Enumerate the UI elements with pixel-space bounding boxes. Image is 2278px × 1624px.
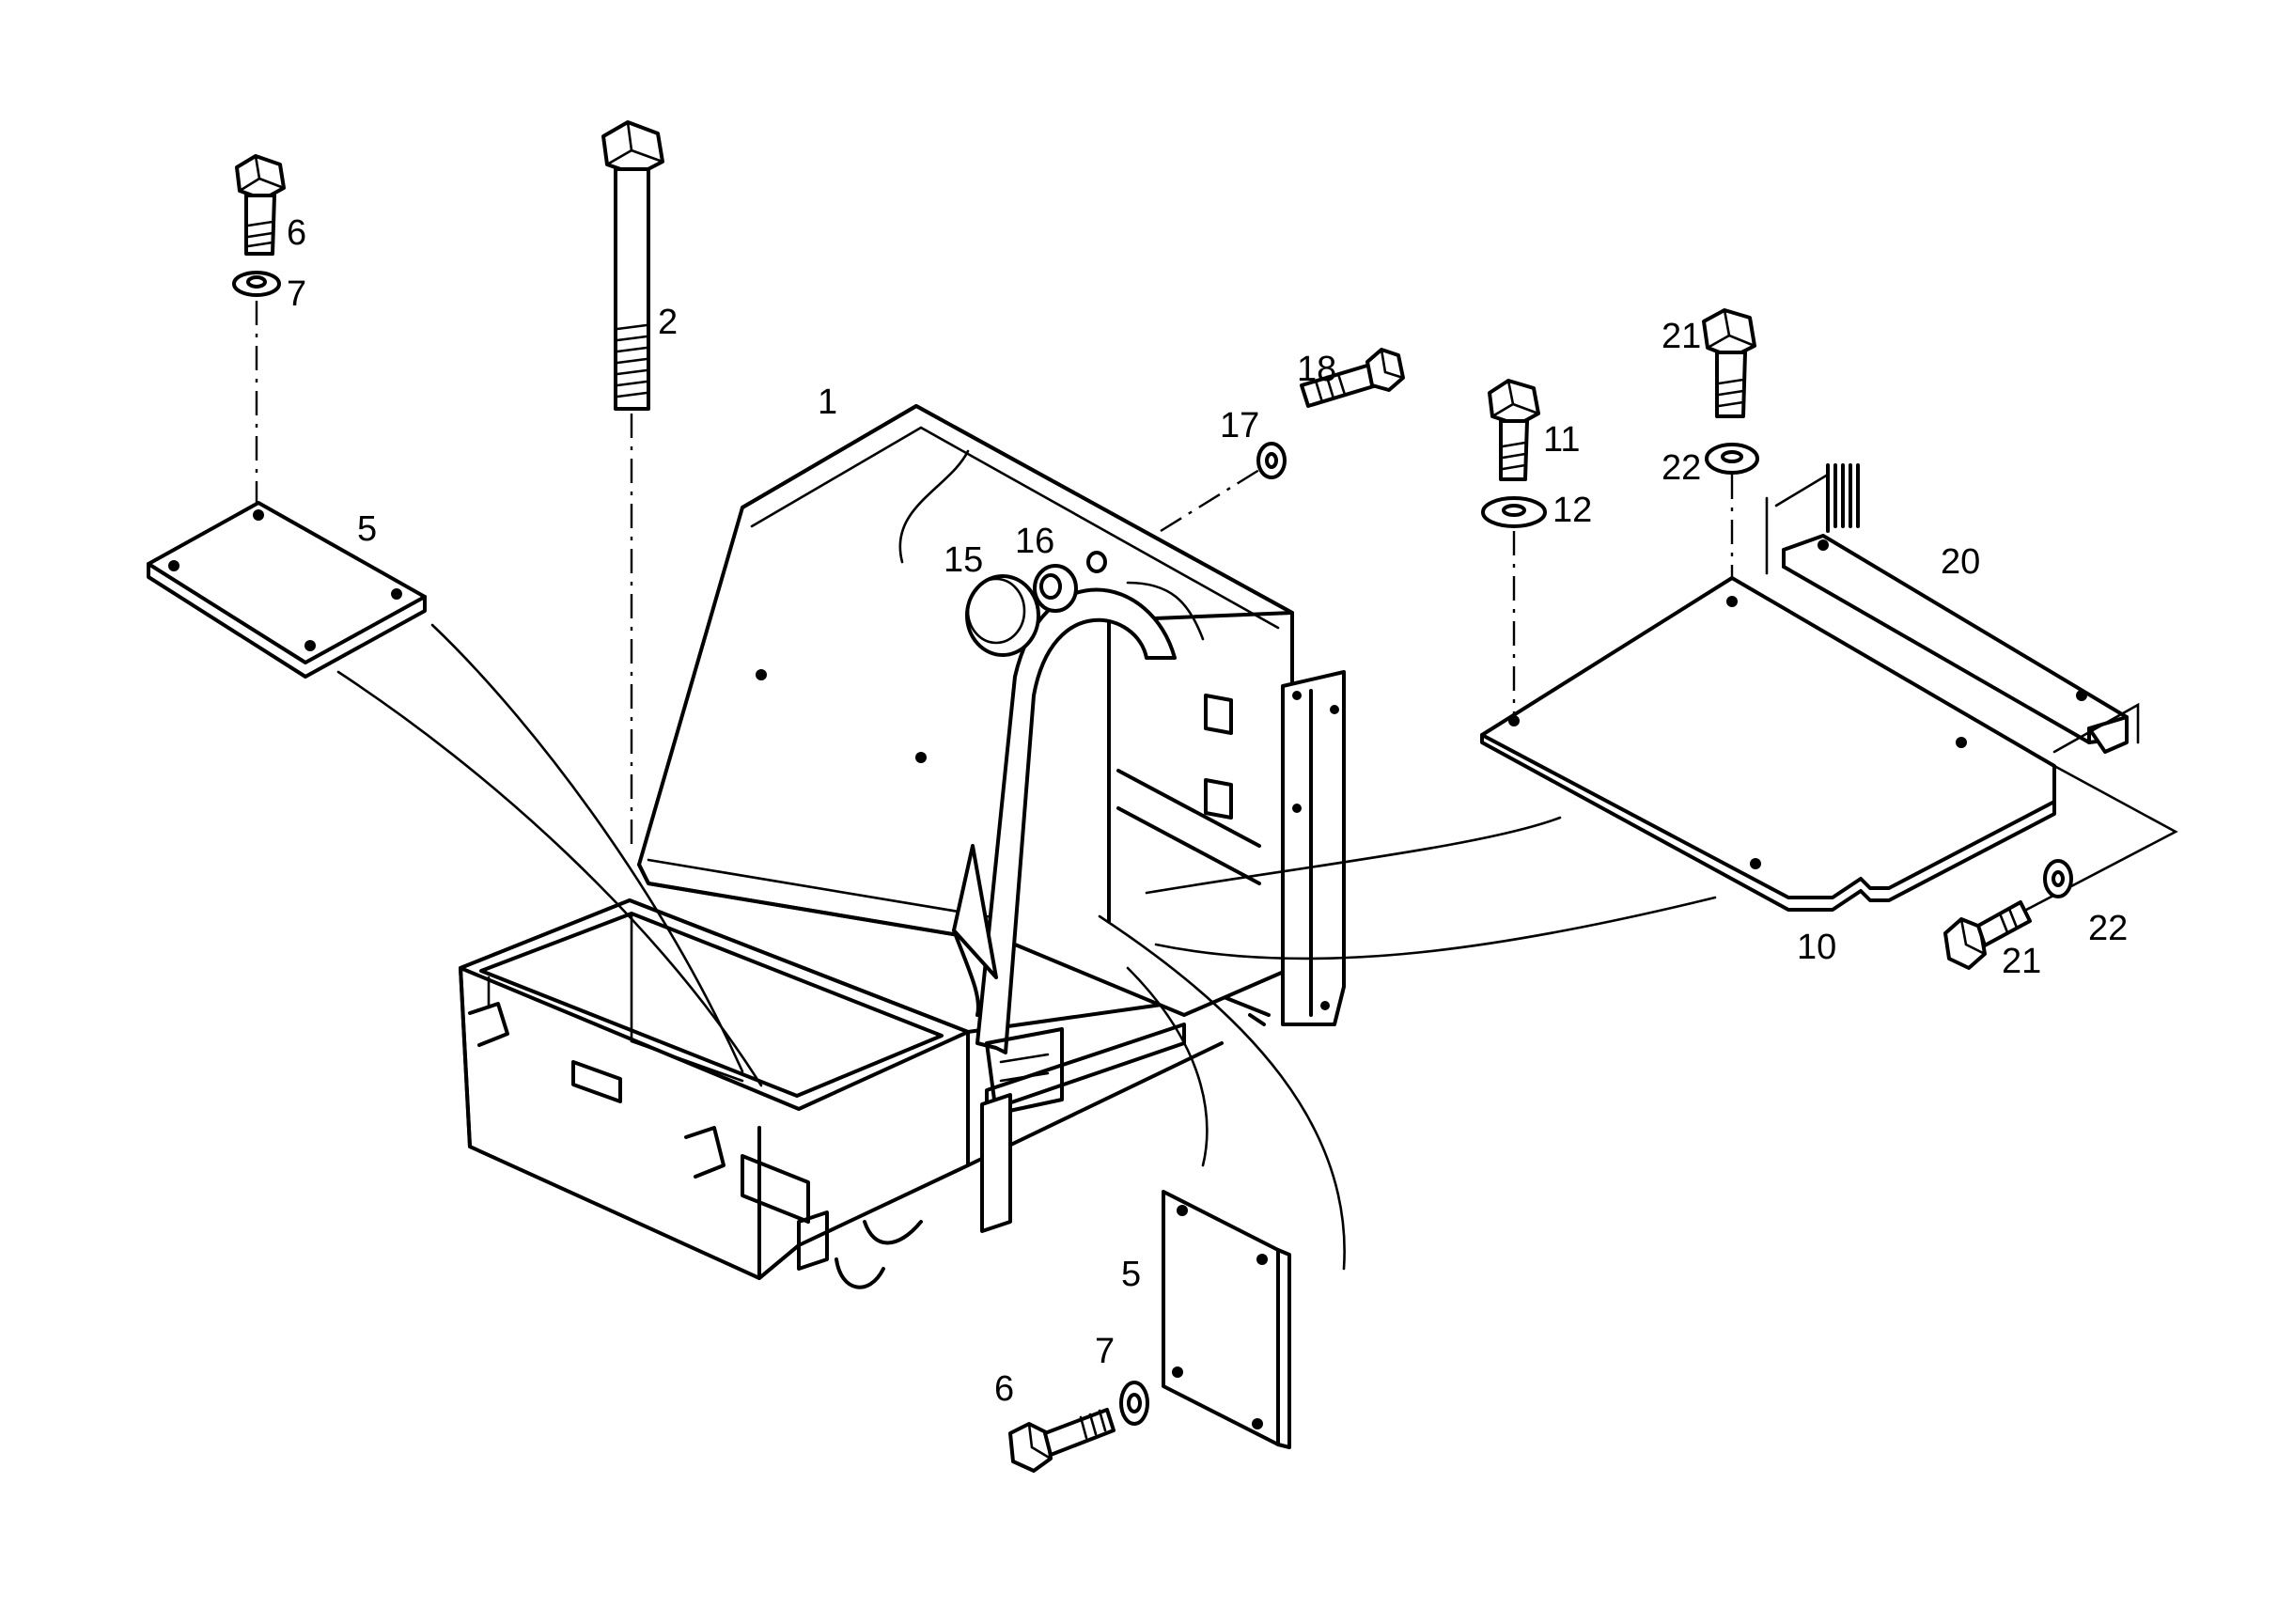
callout-7-bottom: 7 <box>1095 1332 1115 1371</box>
callout-7-top: 7 <box>287 274 306 314</box>
tank-assembly <box>459 404 1346 1289</box>
bolt-6-bottom <box>1008 1408 1116 1473</box>
centerline-bolt-18 <box>1160 468 1260 533</box>
drain-plug <box>1033 551 1107 613</box>
leader-plate-5-bottom-a <box>1098 914 1346 1271</box>
bolt-21-bottom <box>1943 900 2032 970</box>
bolt-11 <box>1488 379 1540 481</box>
callout-22-bottom: 22 <box>2088 909 2128 948</box>
callout-22-top: 22 <box>1662 448 1701 488</box>
bolt-6-top <box>235 154 286 256</box>
callout-10: 10 <box>1797 928 1836 967</box>
callout-6-bottom: 6 <box>994 1369 1014 1409</box>
long-bolt <box>601 120 664 411</box>
callout-15: 15 <box>944 540 983 580</box>
washer-7-bottom <box>1119 1381 1149 1426</box>
callout-21-top: 21 <box>1662 317 1701 356</box>
callout-1: 1 <box>818 383 837 422</box>
support-plate-10 <box>1480 576 2178 942</box>
leader-plate-5-top-b <box>430 623 744 1073</box>
callout-11: 11 <box>1543 420 1580 460</box>
leader-plate-5-bottom-b <box>1126 966 1209 1167</box>
filler-cap <box>965 574 1040 657</box>
washer-7-top <box>232 271 281 297</box>
cover-plate-5-bottom <box>1162 1190 1291 1449</box>
callout-6-top: 6 <box>287 213 306 253</box>
leader-plate-10-a <box>1154 896 1717 960</box>
callout-16: 16 <box>1015 522 1054 561</box>
leader-plate-5-top-a <box>336 670 763 1087</box>
callout-21-bottom: 21 <box>2002 942 2041 981</box>
callout-18: 18 <box>1297 350 1336 389</box>
callout-5-top: 5 <box>357 509 377 549</box>
washer-17 <box>1256 442 1287 479</box>
callout-2: 2 <box>658 303 678 342</box>
callout-17: 17 <box>1220 406 1259 445</box>
bolt-21-top <box>1702 308 1756 418</box>
washer-22-bottom <box>2043 859 2073 898</box>
leader-plate-10-b <box>1145 816 1562 895</box>
callout-5-bottom: 5 <box>1121 1255 1141 1294</box>
callout-12: 12 <box>1552 491 1592 530</box>
bolt-18 <box>1300 348 1405 408</box>
washer-22-top <box>1705 443 1759 475</box>
washer-12 <box>1481 496 1547 528</box>
callout-20: 20 <box>1941 542 1980 582</box>
cover-plate-5-top <box>147 501 427 679</box>
